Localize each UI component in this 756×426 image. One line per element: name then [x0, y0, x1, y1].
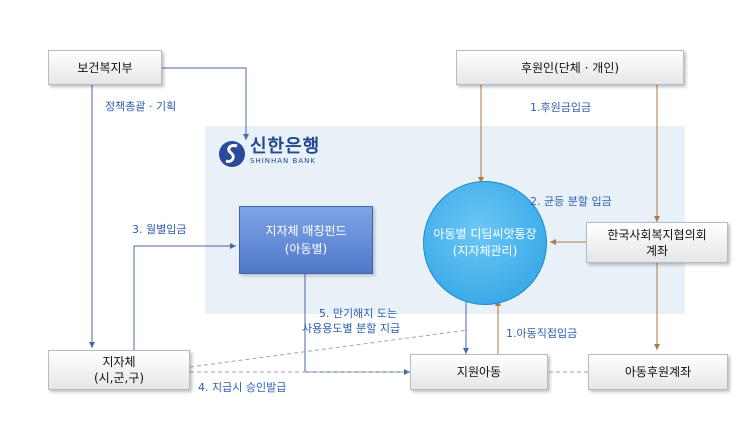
ministry-label: 보건복지부: [77, 60, 133, 75]
bank-name-en: SHINHAN BANK: [250, 157, 316, 165]
maturity-label: 5. 만기해지 도는 사용용도별 분할 지급: [302, 306, 400, 336]
circle-label-line2: (지자체관리): [452, 244, 518, 258]
child-sponsor-account-label: 아동후원계좌: [624, 365, 692, 379]
maturity-label-line2: 사용용도별 분할 지급: [302, 322, 401, 335]
council-box: 한국사회복지협의회 계좌: [586, 222, 728, 263]
didim-account-circle: 아동별 디딤씨앗통장 (지자체관리): [423, 181, 547, 305]
fund-label-line2: (아동별): [284, 242, 328, 256]
fund-label-line1: 지자체 매칭펀드: [265, 224, 347, 238]
equal-split-label: 2. 균등 분할 입금: [530, 195, 612, 208]
donor-box: 후원인(단체 · 개인): [456, 50, 684, 85]
direct-deposit-label: 1.아동직접입금: [506, 327, 578, 340]
local-gov-box: 지자체 (시,군,구): [48, 350, 190, 390]
shinhan-emblem-icon: [219, 141, 245, 167]
local-gov-label-line1: 지자체: [102, 355, 136, 369]
local-gov-label-line2: (시,군,구): [93, 371, 145, 385]
support-child-label: 지원아동: [456, 365, 502, 379]
approval-label: 4. 지급시 승인발급: [198, 381, 287, 394]
circle-label-line1: 아동별 디딤씨앗통장: [433, 227, 537, 241]
ministry-box: 보건복지부: [48, 50, 162, 85]
council-label-line2: 계좌: [645, 243, 669, 258]
policy-label: 정책총괄 · 기획: [105, 100, 177, 113]
donor-label: 후원인(단체 · 개인): [520, 60, 620, 75]
maturity-label-line1: 5. 만기해지 도는: [318, 307, 398, 320]
child-sponsor-account-box: 아동후원계좌: [588, 354, 728, 390]
support-child-box: 지원아동: [410, 354, 548, 390]
bank-name-kr: 신한은행: [250, 136, 321, 157]
donation-deposit-label: 1.후원금입금: [530, 101, 592, 114]
matching-fund-box: 지자체 매칭펀드 (아동별): [239, 206, 373, 274]
council-label-line1: 한국사회복지협의회: [607, 227, 707, 242]
shinhan-bank-logo: 신한은행 SHINHAN BANK: [218, 138, 320, 170]
monthly-deposit-label: 3. 월별입금: [132, 223, 187, 236]
